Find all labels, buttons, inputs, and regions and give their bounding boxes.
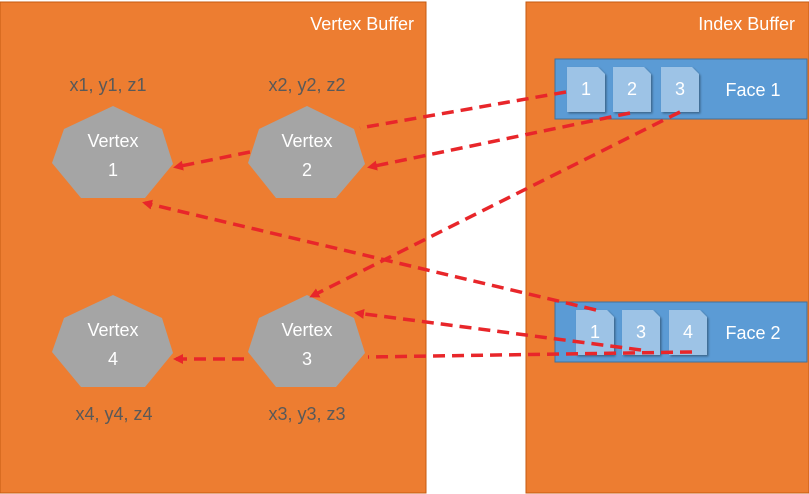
vertex-3-coords: x3, y3, z3 <box>268 404 345 424</box>
vertex-4-word: Vertex <box>87 320 138 340</box>
vertex-2-coords: x2, y2, z2 <box>268 75 345 95</box>
arrow-face1-index1-to-vertex-1 <box>173 150 251 171</box>
vertex-3-word: Vertex <box>281 320 332 340</box>
index-arrows <box>142 90 693 364</box>
vertex-2: x2, y2, z2 Vertex 2 <box>248 75 365 198</box>
vertex-buffer-panel: Vertex Buffer <box>0 1 427 494</box>
vertex-4-coords: x4, y4, z4 <box>75 404 152 424</box>
arrow-face1-index2-to-vertex-2 <box>367 111 631 171</box>
vertex-4-number: 4 <box>108 349 118 369</box>
face-2-index-2: 3 <box>636 322 646 342</box>
vertex-1-word: Vertex <box>87 131 138 151</box>
face-2-index-3: 4 <box>683 322 693 342</box>
vertex-4: Vertex 4 x4, y4, z4 <box>52 295 173 424</box>
arrow-face2-index1-to-vertex-1 <box>142 199 597 312</box>
face-2-index-chip-3: 4 <box>669 310 707 355</box>
face-1-index-chip-2: 2 <box>613 67 651 112</box>
vertex-2-number: 2 <box>302 160 312 180</box>
vertex-1-heptagon <box>52 106 173 198</box>
arrow-face2-index4-segment-a <box>367 350 693 359</box>
arrow-face2-index3-to-vertex-3 <box>354 308 642 352</box>
vertex-buffer-title: Vertex Buffer <box>310 14 414 34</box>
face-1-index-chip-3: 3 <box>661 67 699 112</box>
face-2-index-1: 1 <box>590 322 600 342</box>
face-2-index-chip-1: 1 <box>576 310 614 355</box>
vertex-2-word: Vertex <box>281 131 332 151</box>
vertex-1-number: 1 <box>108 160 118 180</box>
face-1-index-chip-1: 1 <box>567 67 605 112</box>
face-1-index-1: 1 <box>581 79 591 99</box>
vertex-2-heptagon <box>248 106 365 198</box>
vertex-1-coords: x1, y1, z1 <box>69 75 146 95</box>
index-buffer-title: Index Buffer <box>698 14 795 34</box>
face-2-index-chip-2: 3 <box>622 310 660 355</box>
face-1-index-3: 3 <box>675 79 685 99</box>
vertex-4-heptagon <box>52 295 173 387</box>
vertex-3-heptagon <box>248 295 365 387</box>
face-1-index-2: 2 <box>627 79 637 99</box>
face-2-label: Face 2 <box>725 323 780 343</box>
vertex-3-number: 3 <box>302 349 312 369</box>
face-1: 1 2 3 Face 1 <box>554 58 808 120</box>
arrow-face1-index3-to-vertex-3 <box>309 110 681 298</box>
face-1-label: Face 1 <box>725 80 780 100</box>
vertex-1: x1, y1, z1 Vertex 1 <box>52 75 173 198</box>
arrow-face1-index1-segment-a <box>359 90 567 130</box>
vertex-3: Vertex 3 x3, y3, z3 <box>248 295 365 424</box>
